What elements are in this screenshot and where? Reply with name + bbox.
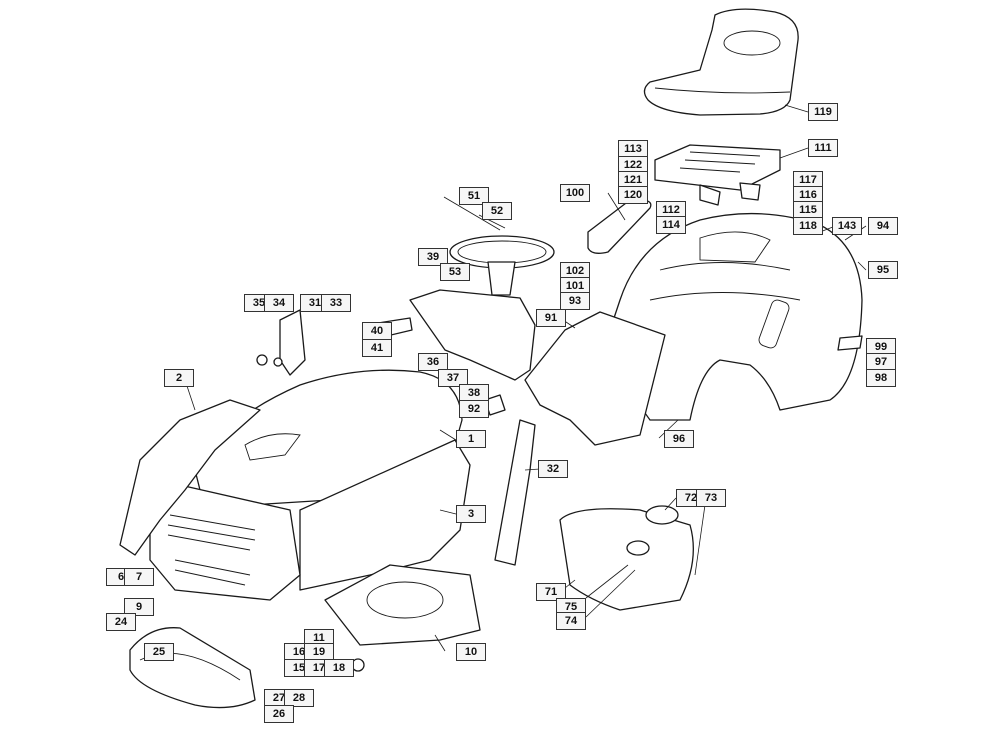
callout-39[interactable]: 39 (418, 248, 448, 266)
callout-113[interactable]: 113 (618, 140, 648, 158)
callout-121[interactable]: 121 (618, 171, 648, 189)
bracket-part (494, 419, 536, 566)
callout-93[interactable]: 93 (560, 292, 590, 310)
callout-117[interactable]: 117 (793, 171, 823, 189)
callout-3[interactable]: 3 (456, 505, 486, 523)
callout-71[interactable]: 71 (536, 583, 566, 601)
callout-51[interactable]: 51 (459, 187, 489, 205)
callout-143[interactable]: 143 (832, 217, 862, 235)
callout-96[interactable]: 96 (664, 430, 694, 448)
callout-9[interactable]: 9 (124, 598, 154, 616)
callout-98[interactable]: 98 (866, 369, 896, 387)
callout-116[interactable]: 116 (793, 186, 823, 204)
callout-36[interactable]: 36 (418, 353, 448, 371)
front-bumper-part (129, 627, 256, 709)
callout-18[interactable]: 18 (324, 659, 354, 677)
callout-1[interactable]: 1 (456, 430, 486, 448)
steering-wheel-part (449, 235, 555, 296)
seat-pan-part (654, 144, 781, 206)
callout-74[interactable]: 74 (556, 612, 586, 630)
callout-118[interactable]: 118 (793, 217, 823, 235)
rear-fender-part (609, 212, 863, 421)
callout-40[interactable]: 40 (362, 322, 392, 340)
callout-95[interactable]: 95 (868, 261, 898, 279)
callout-19[interactable]: 19 (304, 643, 334, 661)
left-fender-part (119, 399, 261, 556)
callout-92[interactable]: 92 (459, 400, 489, 418)
callout-52[interactable]: 52 (482, 202, 512, 220)
callout-34[interactable]: 34 (264, 294, 294, 312)
dash-part (524, 311, 666, 446)
callout-97[interactable]: 97 (866, 353, 896, 371)
callout-91[interactable]: 91 (536, 309, 566, 327)
seat-part (643, 8, 799, 116)
callout-120[interactable]: 120 (618, 186, 648, 204)
callout-26[interactable]: 26 (264, 705, 294, 723)
callout-28[interactable]: 28 (284, 689, 314, 707)
floor-pan-part (324, 564, 481, 646)
steering-console-part (409, 289, 536, 381)
callout-53[interactable]: 53 (440, 263, 470, 281)
callout-10[interactable]: 10 (456, 643, 486, 661)
callout-24[interactable]: 24 (106, 613, 136, 631)
callout-94[interactable]: 94 (868, 217, 898, 235)
callout-114[interactable]: 114 (656, 216, 686, 234)
panel-part (587, 199, 652, 254)
callout-2[interactable]: 2 (164, 369, 194, 387)
callout-73[interactable]: 73 (696, 489, 726, 507)
callout-112[interactable]: 112 (656, 201, 686, 219)
callout-25[interactable]: 25 (144, 643, 174, 661)
callout-37[interactable]: 37 (438, 369, 468, 387)
callout-111[interactable]: 111 (808, 139, 838, 157)
fuel-tank-part (559, 505, 694, 611)
callout-33[interactable]: 33 (321, 294, 351, 312)
callout-32[interactable]: 32 (538, 460, 568, 478)
callout-119[interactable]: 119 (808, 103, 838, 121)
callout-41[interactable]: 41 (362, 339, 392, 357)
callout-7[interactable]: 7 (124, 568, 154, 586)
callout-100[interactable]: 100 (560, 184, 590, 202)
front-grille-part (149, 484, 301, 601)
